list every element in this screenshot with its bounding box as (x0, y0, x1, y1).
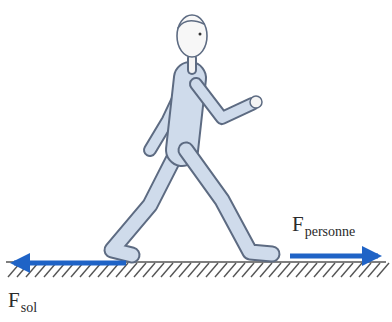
force-symbol: F (292, 214, 304, 235)
force-symbol: F (8, 290, 20, 311)
person (112, 15, 272, 255)
ground (6, 262, 389, 277)
force-arrow-person (290, 254, 378, 259)
force-arrow-ground (14, 261, 126, 266)
force-subscript: personne (305, 225, 356, 239)
force-subscript: sol (21, 301, 37, 315)
